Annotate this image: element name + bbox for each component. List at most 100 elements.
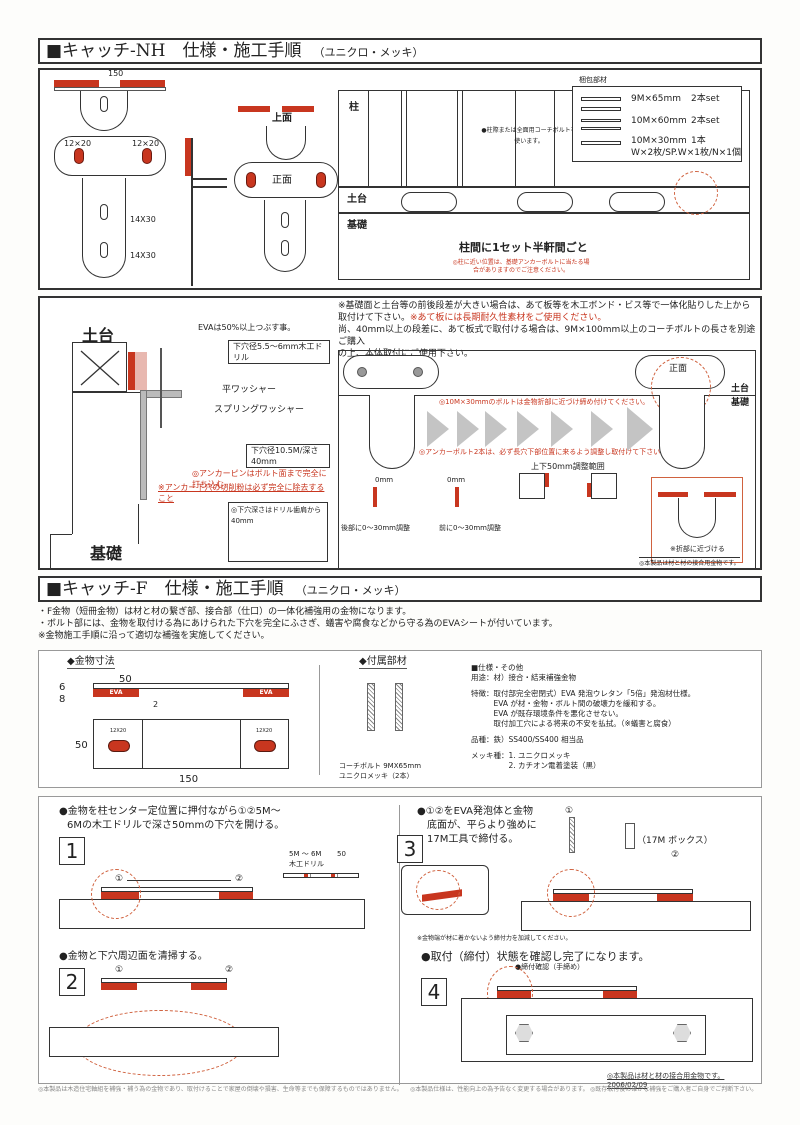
install-note-line3: 尚、40mm以上の段差に、あて板式で取付ける場合は、9M×100mm以上のコーチ… (338, 325, 756, 347)
install-note-line4: の上、本体取付にご使用下さい。 (338, 349, 473, 359)
foundation-line (50, 534, 51, 570)
eva-strip: EVA (93, 689, 139, 697)
intro-line: ・ボルト部には、金物を取付ける為にあけられた下穴を完全にふさぎ、蟻害や腐食などか… (38, 619, 558, 629)
front-view-diagram: ◎10M×30mmのボルトは金物折部に近づけ締め付けてください。 ◎アンカーボル… (338, 350, 756, 568)
plate-division (240, 720, 241, 768)
progress-arrow-icon (551, 411, 573, 447)
depth-detail-box: ◎下穴深さはドリル歯肩から40mm (228, 502, 328, 562)
hex-nut-icon (673, 1024, 691, 1042)
front-adjust-label: 前に0〜30mm調整 (439, 524, 501, 532)
install-note-caution: ※あて板には長期耐久性素材をご使用ください。 (410, 313, 607, 323)
label-sill: 土台 (82, 326, 115, 345)
stud (401, 91, 407, 186)
label-front: 正面 (272, 175, 292, 186)
sill-beam (339, 186, 749, 214)
dim-label: 12×20 (64, 139, 92, 148)
slot-size: 12X20 (110, 728, 127, 734)
bolt-hole (357, 367, 367, 377)
bracket-slot (100, 96, 108, 112)
section-title-nh: ■キャッチ-NH 仕様・施工手順（ユニクロ・メッキ） (38, 38, 762, 64)
part-spec: 9M×65mm (631, 94, 682, 104)
coach-bolt-icon (395, 683, 403, 731)
accessories-title: ◆付属部材 (359, 656, 407, 669)
hex-nut-icon (515, 1024, 533, 1042)
feature-item: 取付加工穴による将来の不安を払拭。（※蟻害と腐食） (493, 719, 676, 728)
section-title-f: ■キャッチ-F 仕様・施工手順（ユニクロ・メッキ） (38, 576, 762, 602)
accessory-line2: ユニクロメッキ（2本） (339, 772, 414, 780)
spec-block: ■仕様・その他 用途：材）接合・結束補強金物 特徴： 取付部完全密閉式）EVA … (471, 663, 761, 771)
flat-washer-label: 平ワッシャー (222, 385, 277, 395)
marker-2: ② (671, 850, 680, 860)
divider (399, 805, 400, 1085)
timber (461, 998, 753, 1062)
plating-item: 1. ユニクロメッキ (508, 751, 571, 760)
step-number: 3 (397, 835, 423, 863)
anchor-bolt-icon (581, 119, 621, 122)
bolt-hole (413, 367, 423, 377)
side-section-diagram: 土台 基礎 EVAは50%以上つぶす事。 下穴径5.5〜6mm木工ドリル 平ワッ… (40, 308, 330, 570)
drill-depth: 50 (337, 850, 346, 858)
install-note-line1: ※基礎面と土台等の前後段差が大きい場合は、あて板等を木工ボンド・ビス等で一体化貼… (338, 301, 751, 311)
eva-pad (455, 487, 459, 507)
bracket-leg (678, 498, 716, 538)
f-plate-side (93, 683, 289, 689)
bracket (609, 192, 665, 212)
intro-line: ※金物施工手順に沿って適切な補強を実施してください。 (38, 631, 270, 641)
dim-label: 14X30 (130, 251, 156, 260)
eva-strip (603, 991, 637, 998)
spec-plating: メッキ種： 1. ユニクロメッキ 2. カチオン電着塗装（黒） (471, 751, 761, 771)
dimensions-title: ◆金物寸法 (67, 656, 115, 669)
eva-pad (373, 487, 377, 507)
dim-2: 2 (153, 700, 159, 709)
step-1: ●金物を柱センター定位置に押付ながら①②5M〜 6Mの木工ドリルで深さ50mmの… (39, 797, 399, 942)
dim-50-h: 50 (75, 740, 88, 751)
drill-bit-icon (283, 873, 359, 878)
dim-label: 12×20 (132, 139, 160, 148)
footer-note-right: ◎既存取付後の確かな補強をご購入者ご自身でご判断下さい。 (590, 1086, 758, 1093)
bracket-slot (100, 242, 108, 258)
foundation-line (138, 504, 139, 544)
eva-pad (587, 483, 591, 497)
step-text: ●取付（締付）状態を確認し完了になります。 (421, 950, 650, 963)
bend-note: ※折部に近づける (670, 545, 725, 553)
coach-bolt-icon (581, 107, 621, 111)
step-text: ●金物を柱センター定位置に押付ながら①②5M〜 (59, 806, 281, 817)
footer-note-middle: ◎本製品仕様は、性能向上の為予告なく変更する場合があります。 (410, 1086, 589, 1093)
zero-label: 0mm (375, 476, 394, 484)
highlight-circle (416, 870, 460, 910)
bracket-perspective: 上面 正面 (230, 100, 340, 290)
bracket (401, 192, 457, 212)
bracket-technical-drawing: 12×20 12×20 150 14X30 14X30 (50, 69, 314, 286)
parts-box: 梱包部材 9M×65mm 2本set 10M×60mm 2本set 10M×30… (572, 76, 742, 162)
dim-label: 14X30 (130, 215, 156, 224)
side-profile (191, 186, 227, 188)
arrow-line (127, 880, 231, 881)
stud (457, 91, 463, 186)
bracket-tab (266, 126, 306, 160)
install-note-line2a: 取付けて下さい。 (338, 313, 411, 323)
eva-strip (101, 983, 137, 990)
part-qty: 2本set (691, 94, 720, 104)
side-profile (191, 178, 227, 180)
eva-strip (120, 80, 165, 87)
eva-strip (657, 894, 693, 901)
install-note: ※基礎面と土台等の前後段差が大きい場合は、あて板等を木工ボンド・ビス等で一体化貼… (338, 300, 758, 360)
eva-slot (254, 740, 276, 752)
part-spec: 10M×60mm (631, 116, 687, 126)
step-number: 4 (421, 978, 447, 1006)
bracket-leg (369, 395, 415, 469)
section-subtitle-f: （ユニクロ・メッキ） (295, 584, 406, 597)
pillar (339, 91, 369, 186)
drill-large-label: 下穴径10.5M/深さ40mm (246, 444, 330, 468)
bracket-lower-leg (82, 178, 126, 278)
eva-slot (246, 172, 256, 188)
label-sill: 土台 (731, 384, 750, 394)
progress-arrow-icon (591, 411, 613, 447)
bracket-slot (281, 212, 289, 228)
foundation-line (72, 392, 73, 534)
highlight-circle (547, 869, 595, 917)
accessory-line1: コーチボルト 9MX65mm (339, 762, 422, 770)
part-spec: 10M×30mm (631, 136, 687, 146)
section-f-intro: ・F金物（短冊金物）は材と材の繋ぎ部、接合部（仕口）の一体化補強用の金物になりま… (38, 606, 758, 642)
step-number: 1 (59, 837, 85, 865)
